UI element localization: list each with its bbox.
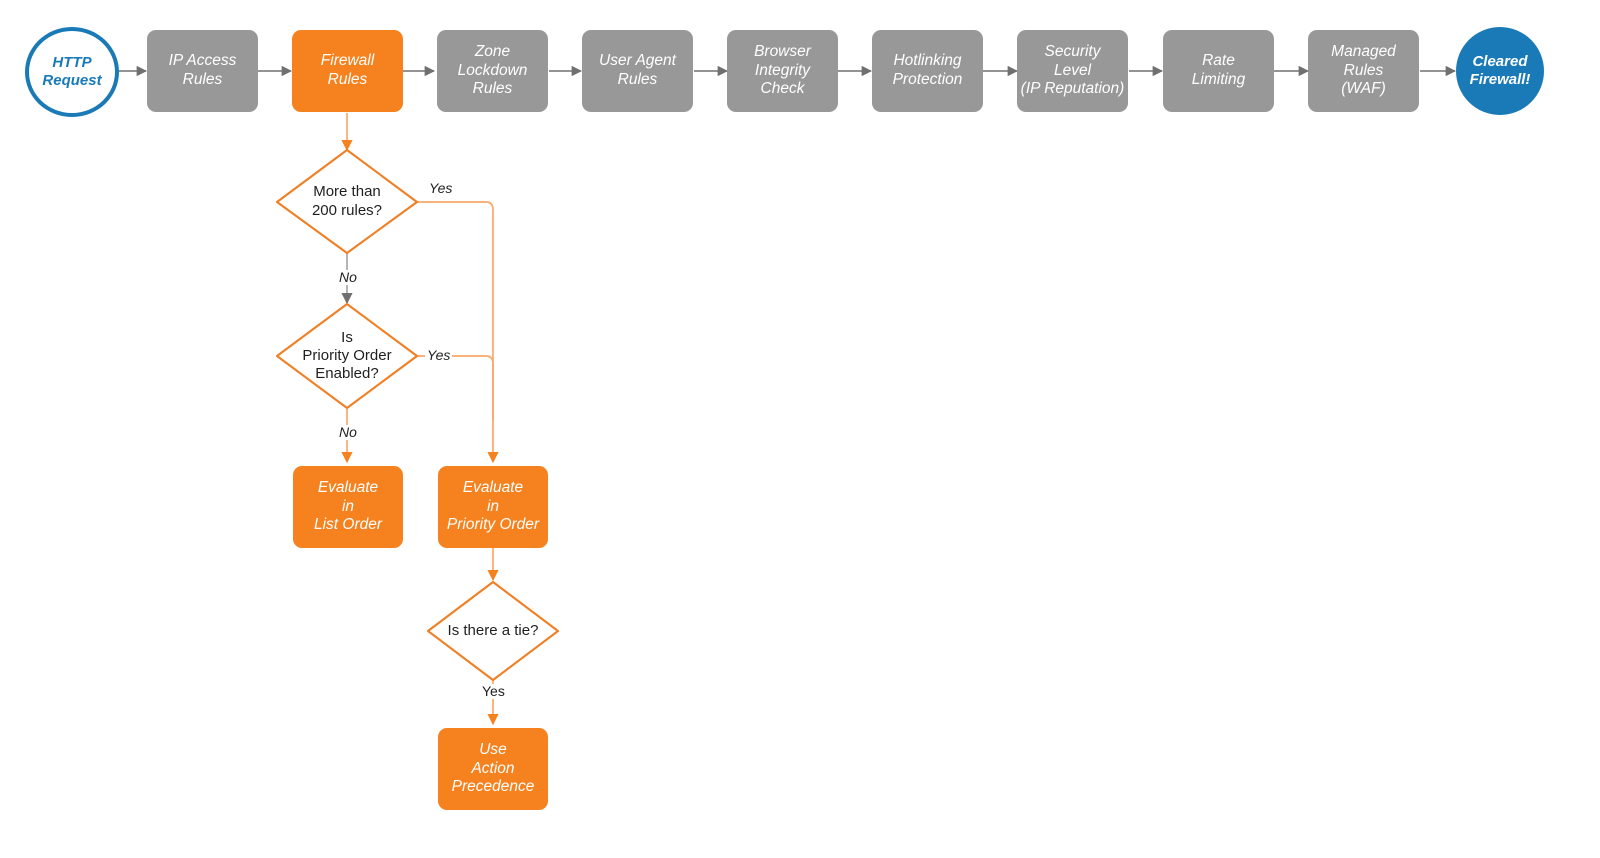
edge-label-priority-yes: Yes bbox=[425, 347, 453, 364]
node-evaluate-in-list-order[interactable]: Evaluate in List Order bbox=[293, 466, 403, 548]
node-label-ip-access-rules: IP Access Rules bbox=[168, 52, 237, 88]
edge-label-tie-yes: Yes bbox=[480, 683, 507, 700]
node-use-action-precedence[interactable]: Use Action Precedence bbox=[438, 728, 548, 810]
node-hotlinking-protection[interactable]: Hotlinking Protection bbox=[872, 30, 983, 112]
node-managed-rules-waf[interactable]: Managed Rules (WAF) bbox=[1308, 30, 1419, 112]
node-ip-access-rules[interactable]: IP Access Rules bbox=[147, 30, 258, 112]
node-label-cleared-firewall: Cleared Firewall! bbox=[1469, 52, 1531, 88]
node-label-managed-rules-waf: Managed Rules (WAF) bbox=[1331, 42, 1396, 98]
node-is-there-a-tie[interactable]: Is there a tie? bbox=[428, 582, 558, 680]
node-label-rate-limiting: Rate Limiting bbox=[1191, 52, 1246, 88]
node-rate-limiting[interactable]: Rate Limiting bbox=[1163, 30, 1274, 112]
node-http-request[interactable]: HTTP Request bbox=[25, 27, 119, 117]
node-more-than-200-rules[interactable]: More than 200 rules? bbox=[277, 150, 417, 253]
node-is-priority-order-enabled[interactable]: Is Priority Order Enabled? bbox=[277, 304, 417, 408]
node-label-evaluate-in-priority-order: Evaluate in Priority Order bbox=[446, 478, 540, 534]
node-label-hotlinking-protection: Hotlinking Protection bbox=[892, 52, 963, 88]
node-label-use-action-precedence: Use Action Precedence bbox=[451, 740, 535, 796]
edge-label-more-rules-no: No bbox=[337, 269, 359, 286]
edge-priority-yes bbox=[417, 355, 494, 420]
node-evaluate-in-priority-order[interactable]: Evaluate in Priority Order bbox=[438, 466, 548, 548]
node-browser-integrity-check[interactable]: Browser Integrity Check bbox=[727, 30, 838, 112]
node-security-level[interactable]: Security Level (IP Reputation) bbox=[1017, 30, 1128, 112]
node-label-user-agent-rules: User Agent Rules bbox=[599, 52, 676, 88]
node-label-firewall-rules: Firewall Rules bbox=[320, 52, 375, 88]
node-zone-lockdown-rules[interactable]: Zone Lockdown Rules bbox=[437, 30, 548, 112]
edge-decision200-yes bbox=[417, 201, 499, 464]
node-firewall-rules[interactable]: Firewall Rules bbox=[292, 30, 403, 112]
node-label-more-than-200-rules: More than 200 rules? bbox=[311, 183, 383, 219]
node-label-security-level: Security Level (IP Reputation) bbox=[1020, 42, 1125, 98]
edge-label-more-rules-yes: Yes bbox=[427, 180, 455, 197]
node-label-browser-integrity-check: Browser Integrity Check bbox=[754, 42, 811, 98]
node-label-zone-lockdown-rules: Zone Lockdown Rules bbox=[457, 42, 528, 98]
node-user-agent-rules[interactable]: User Agent Rules bbox=[582, 30, 693, 112]
node-label-evaluate-in-list-order: Evaluate in List Order bbox=[313, 478, 383, 534]
node-label-http-request: HTTP Request bbox=[42, 53, 102, 89]
node-cleared-firewall[interactable]: Cleared Firewall! bbox=[1456, 27, 1544, 115]
node-label-is-priority-order-enabled: Is Priority Order Enabled? bbox=[302, 328, 392, 383]
edge-label-priority-no: No bbox=[337, 424, 359, 441]
node-label-is-there-a-tie: Is there a tie? bbox=[447, 621, 539, 639]
